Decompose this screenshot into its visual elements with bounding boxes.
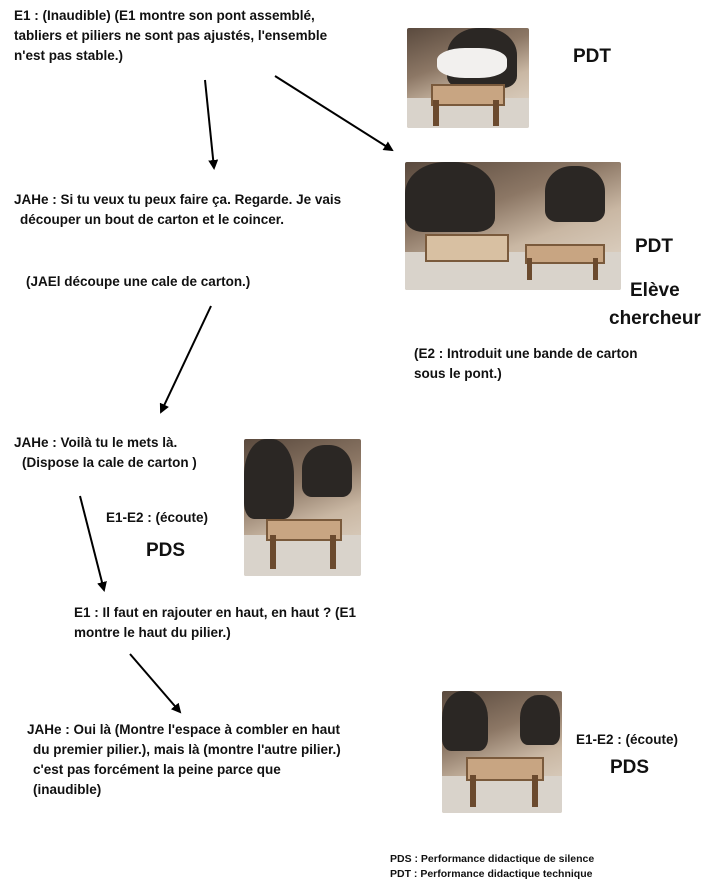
label-pds: PDS (146, 540, 186, 561)
step-e1-e2-listen: E1-E2 : (écoute) (576, 732, 679, 747)
step-jael-cuts: (JAEl découpe une cale de carton.) (26, 274, 251, 289)
photo-child-assembles-bridge (407, 28, 529, 128)
step-line: E1 : Il faut en rajouter en haut, en hau… (74, 605, 357, 620)
step-line: découper un bout de carton et le coincer… (20, 212, 285, 227)
label-pdt: PDT (573, 46, 611, 67)
photo-placing-cardboard-wedge (244, 439, 361, 576)
step-e1-e2-listen: E1-E2 : (écoute) (106, 510, 209, 525)
photo-researcher-cuts-cardboard (405, 162, 621, 290)
step-line: E1 : (Inaudible) (E1 montre son pont ass… (14, 8, 315, 23)
label-pds: PDS (610, 757, 650, 778)
step-line: JAHe : Voilà tu le mets là. (14, 435, 178, 450)
step-line: montre le haut du pilier.) (74, 625, 231, 640)
arrow-5 (129, 653, 182, 714)
step-line: tabliers et piliers ne sont pas ajustés,… (14, 28, 328, 43)
step-line: (E2 : Introduit une bande de carton (414, 346, 638, 361)
step-line: JAHe : Oui là (Montre l'espace à combler… (27, 722, 341, 737)
arrow-2 (274, 75, 394, 152)
step-line: (inaudible) (33, 782, 102, 797)
arrow-1 (204, 79, 219, 170)
label-chercheur: chercheur (609, 308, 701, 329)
step-line: du premier pilier.), mais là (montre l'a… (33, 742, 341, 757)
step-line: n'est pas stable.) (14, 48, 123, 63)
legend-pdt: PDT : Performance didactique technique (390, 868, 593, 880)
label-eleve: Elève (630, 280, 680, 301)
label-pdt: PDT (635, 236, 673, 257)
legend-pds: PDS : Performance didactique de silence (390, 853, 595, 865)
photo-pointing-pillar (442, 691, 562, 813)
step-line: c'est pas forcément la peine parce que (33, 762, 281, 777)
step-line: sous le pont.) (414, 366, 502, 381)
step-line: JAHe : Si tu veux tu peux faire ça. Rega… (14, 192, 342, 207)
step-line: (Dispose la cale de carton ) (22, 455, 197, 470)
arrow-3 (159, 305, 212, 414)
arrow-4 (79, 495, 107, 592)
